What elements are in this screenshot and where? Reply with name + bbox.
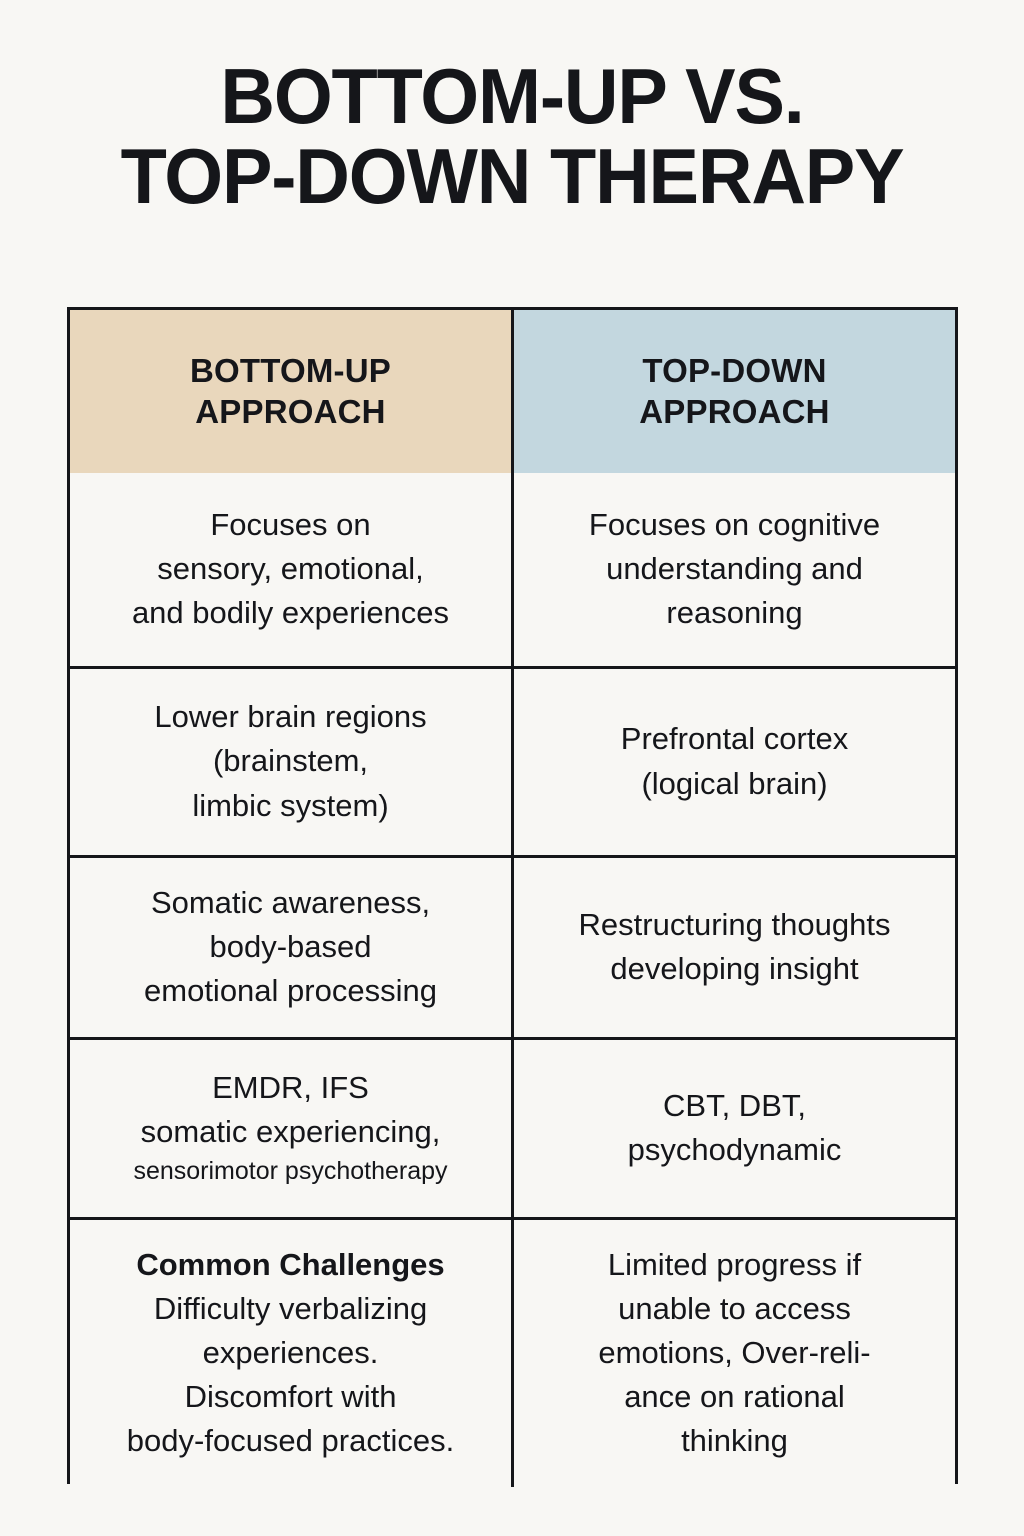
cell-line: Focuses on cognitive xyxy=(588,507,881,543)
cell-top-down-challenges: Limited progress if unable to access emo… xyxy=(511,1216,955,1487)
cell-line: EMDR, IFS xyxy=(212,1070,369,1106)
column-header-top-down-line-2: APPROACH xyxy=(639,392,830,430)
column-header-top-down: TOP-DOWN APPROACH xyxy=(511,310,955,473)
cell-bottom-up-brain-regions: Lower brain regions (brainstem, limbic s… xyxy=(70,665,514,858)
table-row: Somatic awareness, body-based emotional … xyxy=(70,854,955,1040)
comparison-table-container: BOTTOM-UP APPROACH TOP-DOWN APPROACH Foc… xyxy=(67,307,958,1487)
cell-line: Lower brain regions xyxy=(154,699,427,735)
cell-line: Restructuring thoughts xyxy=(578,906,891,942)
cell-bottom-up-methods: Somatic awareness, body-based emotional … xyxy=(70,854,514,1040)
cell-top-down-modalities: CBT, DBT, psychodynamic xyxy=(511,1036,955,1220)
page-title-line-1: BOTTOM-UP VS. xyxy=(220,52,804,140)
cell-line: thinking xyxy=(681,1423,788,1459)
cell-line: experiences. xyxy=(202,1335,379,1371)
table-header: BOTTOM-UP APPROACH TOP-DOWN APPROACH xyxy=(70,310,955,473)
cell-line: limbic system) xyxy=(192,787,389,823)
cell-line: body-based xyxy=(209,928,372,964)
cell-bottom-up-modalities: EMDR, IFS somatic experiencing, sensorim… xyxy=(70,1036,514,1220)
cell-top-down-focus: Focuses on cognitive understanding and r… xyxy=(511,473,955,669)
cell-line: understanding and xyxy=(606,551,863,587)
cell-line: reasoning xyxy=(666,595,803,631)
cell-top-down-brain-regions: Prefrontal cortex (logical brain) xyxy=(511,665,955,858)
cell-line-heading: Common Challenges xyxy=(136,1247,445,1283)
cell-line: ance on rational xyxy=(624,1379,845,1415)
cell-line: psychodynamic xyxy=(627,1132,842,1167)
cell-line: body-focused practices. xyxy=(126,1423,455,1459)
cell-line: unable to access xyxy=(618,1291,851,1327)
cell-line: emotional processing xyxy=(144,973,437,1008)
table-body: Focuses on sensory, emotional, and bodil… xyxy=(70,473,955,1487)
cell-line: sensory, emotional, xyxy=(157,551,424,587)
table-row: Common Challenges Difficulty verbalizing… xyxy=(70,1216,955,1487)
cell-line: Prefrontal cortex xyxy=(620,721,849,757)
cell-line: (logical brain) xyxy=(641,765,828,801)
cell-line: Limited progress if xyxy=(607,1247,862,1283)
cell-line: Discomfort with xyxy=(184,1379,397,1415)
column-header-bottom-up: BOTTOM-UP APPROACH xyxy=(70,310,514,473)
cell-line: emotions, Over-reli- xyxy=(598,1335,871,1371)
cell-line: developing insight xyxy=(610,951,859,986)
page-title: BOTTOM-UP VS. TOP-DOWN THERAPY xyxy=(70,56,955,217)
cell-line: Focuses on xyxy=(210,507,371,543)
table-header-row: BOTTOM-UP APPROACH TOP-DOWN APPROACH xyxy=(70,310,955,473)
column-header-top-down-line-1: TOP-DOWN xyxy=(642,352,827,390)
table-row: Lower brain regions (brainstem, limbic s… xyxy=(70,665,955,858)
cell-line: Difficulty verbalizing xyxy=(153,1291,428,1327)
table-row: Focuses on sensory, emotional, and bodil… xyxy=(70,473,955,669)
cell-line: CBT, DBT, xyxy=(663,1087,806,1123)
column-header-bottom-up-line-2: APPROACH xyxy=(195,392,386,430)
cell-top-down-methods: Restructuring thoughts developing insigh… xyxy=(511,854,955,1040)
table-row: EMDR, IFS somatic experiencing, sensorim… xyxy=(70,1036,955,1220)
cell-line: Somatic awareness, xyxy=(150,884,431,920)
cell-line: somatic experiencing, xyxy=(140,1114,441,1150)
page-title-line-2: TOP-DOWN THERAPY xyxy=(120,132,905,221)
cell-line: sensorimotor psychotherapy xyxy=(133,1157,448,1186)
cell-line: (brainstem, xyxy=(212,743,369,779)
cell-bottom-up-challenges: Common Challenges Difficulty verbalizing… xyxy=(70,1216,514,1487)
cell-line: and bodily experiences xyxy=(131,595,450,631)
cell-bottom-up-focus: Focuses on sensory, emotional, and bodil… xyxy=(70,473,514,669)
comparison-table: BOTTOM-UP APPROACH TOP-DOWN APPROACH Foc… xyxy=(70,310,955,1487)
column-header-bottom-up-line-1: BOTTOM-UP xyxy=(189,352,391,390)
